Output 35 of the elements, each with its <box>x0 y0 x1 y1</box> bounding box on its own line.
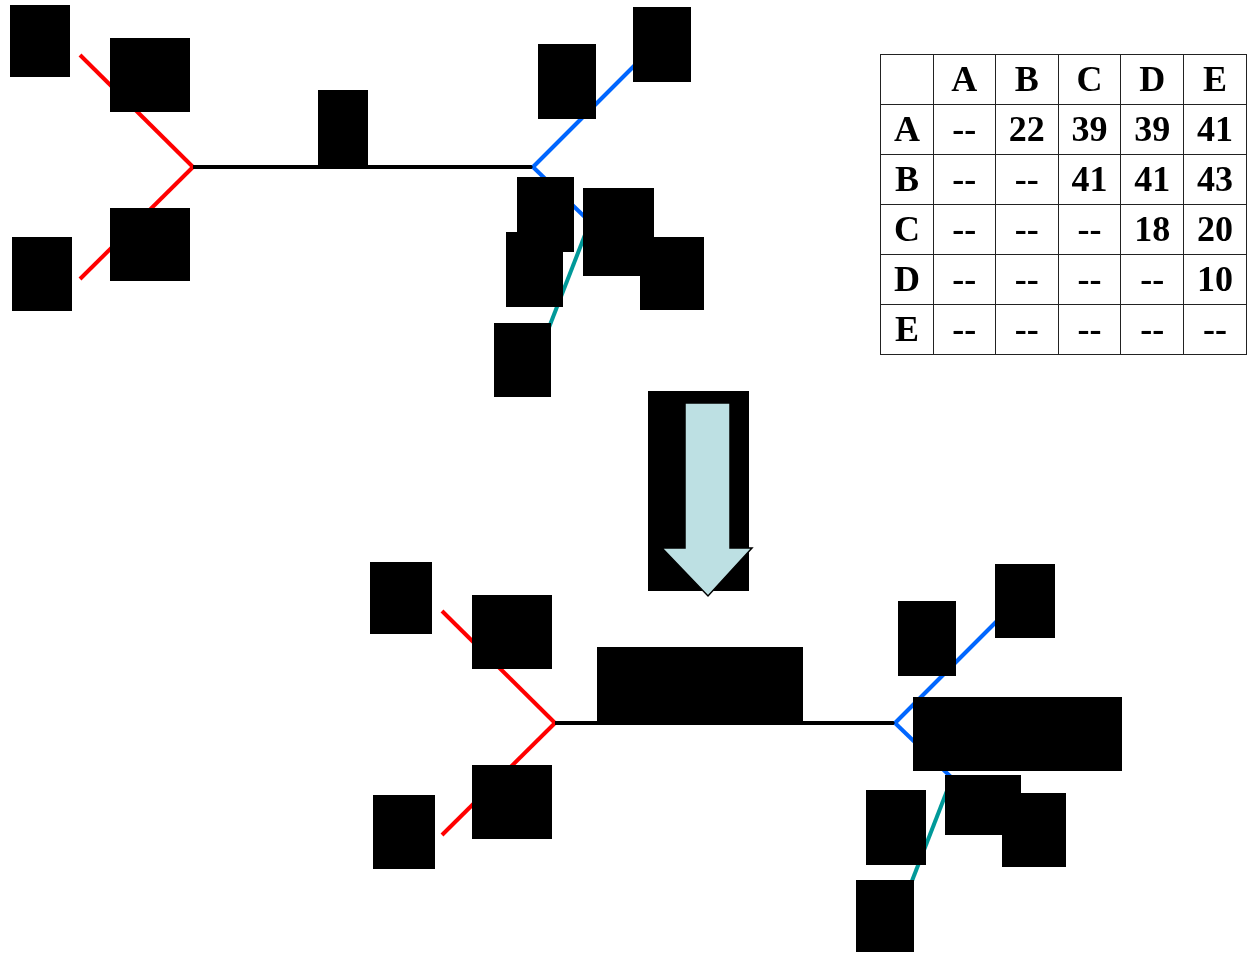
header-cell: B <box>880 154 934 205</box>
table-cell: -- <box>933 104 996 155</box>
table-cell: 41 <box>1120 154 1184 205</box>
table-cell: 20 <box>1183 204 1247 255</box>
table-cell: -- <box>1058 204 1121 255</box>
header-cell: B <box>995 54 1059 105</box>
table-cell: -- <box>1058 304 1121 355</box>
table-cell: -- <box>995 204 1059 255</box>
header-cell: D <box>1120 54 1184 105</box>
table-cell: -- <box>995 154 1059 205</box>
table-cell: -- <box>1058 254 1121 305</box>
table-cell: 18 <box>1120 204 1184 255</box>
table-cell: 22 <box>995 104 1059 155</box>
table-cell: 39 <box>1058 104 1121 155</box>
table-cell: -- <box>1183 304 1247 355</box>
table-cell: -- <box>995 254 1059 305</box>
table-cell: 39 <box>1120 104 1184 155</box>
table-cell: -- <box>995 304 1059 355</box>
table-cell: -- <box>1120 304 1184 355</box>
table-cell: 41 <box>1183 104 1247 155</box>
header-cell: E <box>880 304 934 355</box>
table-cell: -- <box>933 154 996 205</box>
table-cell: -- <box>933 254 996 305</box>
header-cell: C <box>880 204 934 255</box>
header-cell: A <box>880 104 934 155</box>
table-cell: -- <box>933 204 996 255</box>
header-cell: A <box>933 54 996 105</box>
table-cell: -- <box>1120 254 1184 305</box>
table-cell: -- <box>933 304 996 355</box>
header-cell: C <box>1058 54 1121 105</box>
table-cell: 10 <box>1183 254 1247 305</box>
table-cell: 43 <box>1183 154 1247 205</box>
table-cell: 41 <box>1058 154 1121 205</box>
header-cell: E <box>1183 54 1247 105</box>
header-cell: D <box>880 254 934 305</box>
